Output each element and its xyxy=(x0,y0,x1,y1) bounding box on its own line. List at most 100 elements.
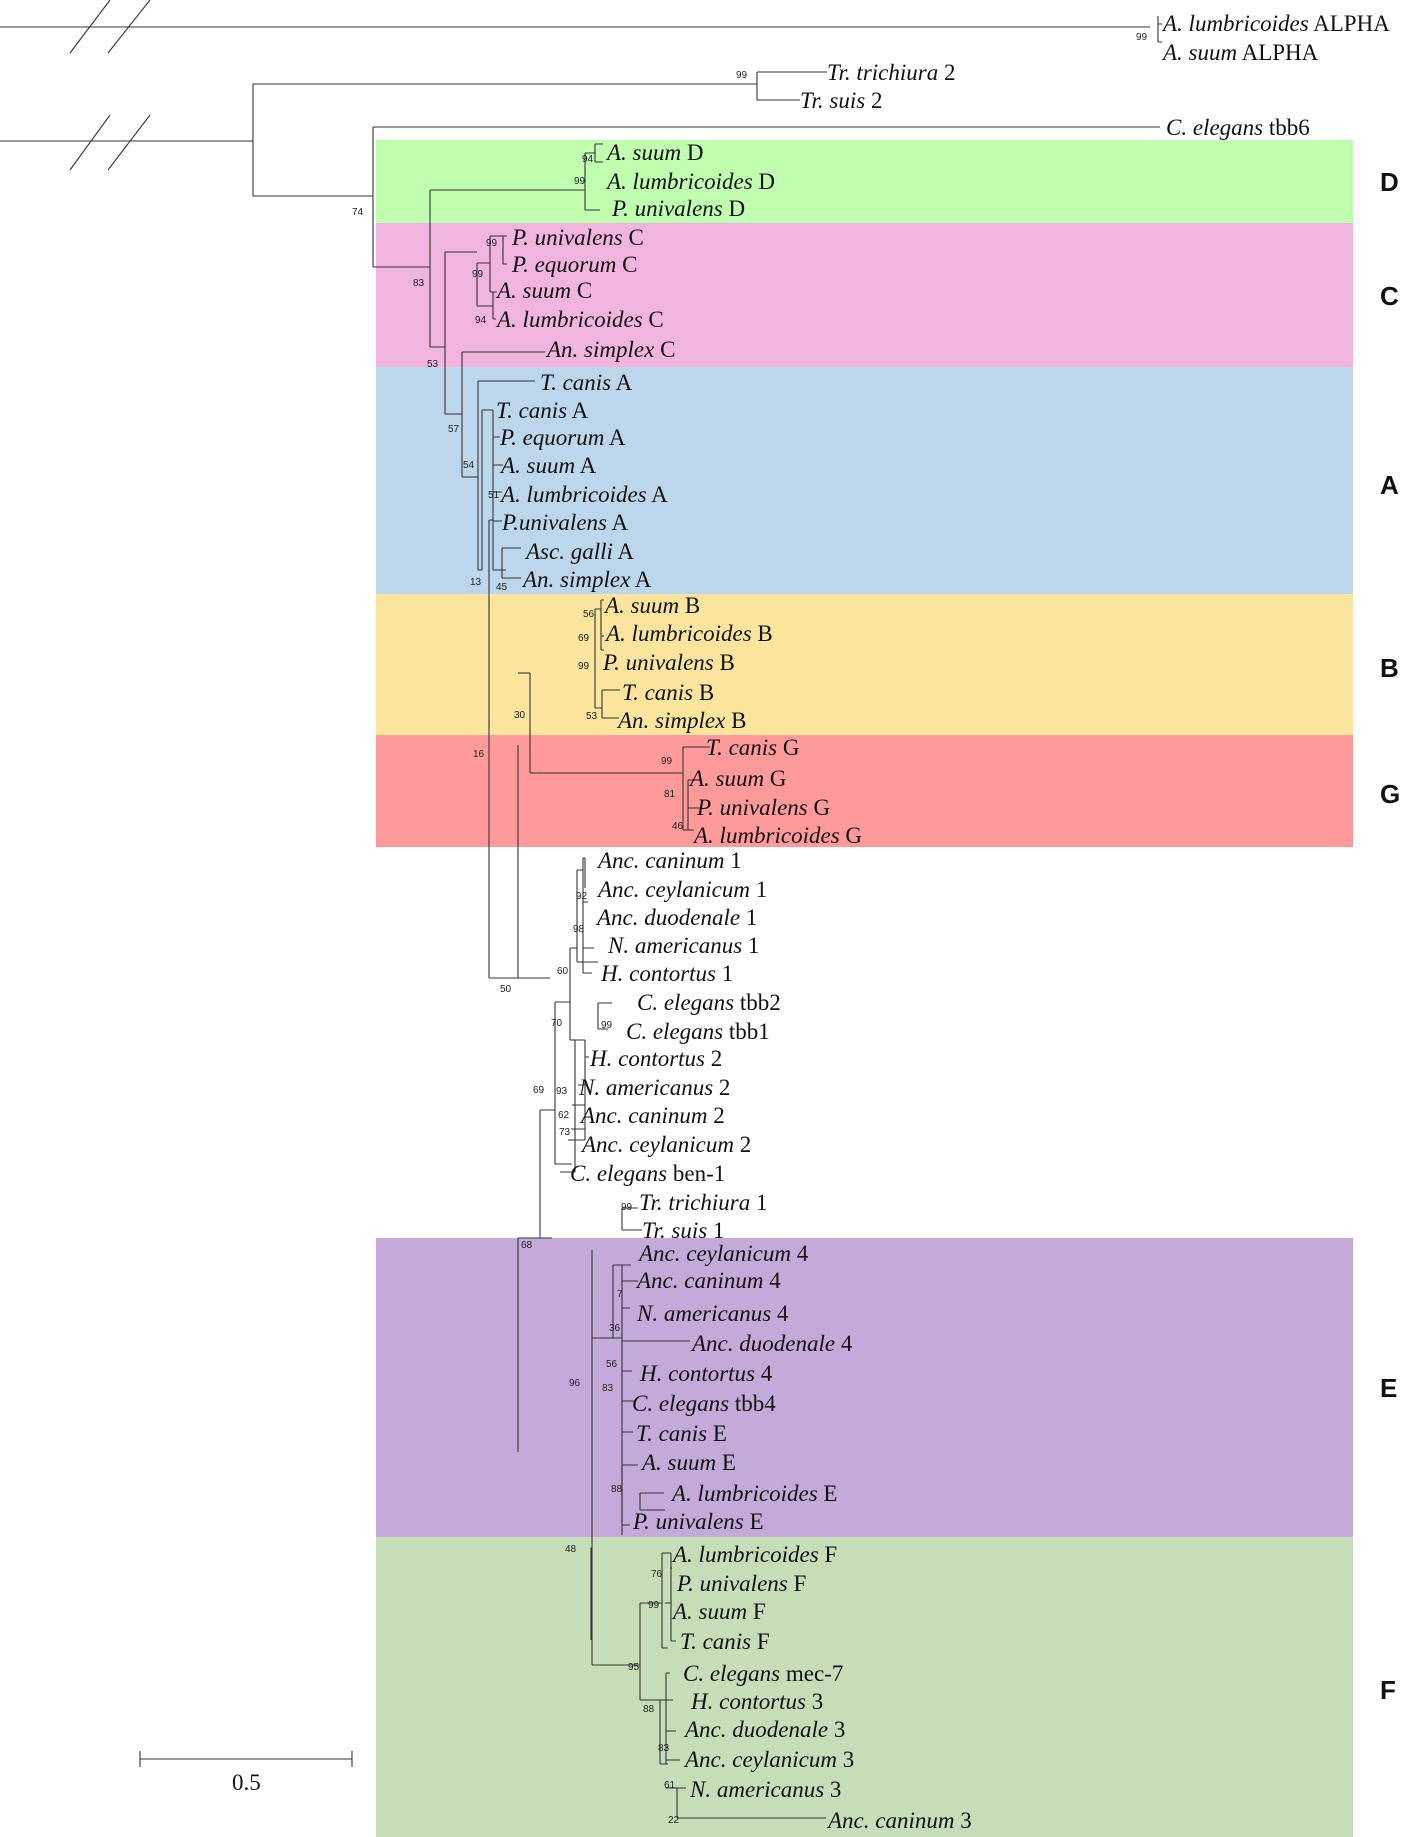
support-value: 99 xyxy=(621,1202,633,1213)
support-value: 88 xyxy=(611,1484,623,1495)
taxon-suffix: B xyxy=(752,621,773,646)
taxon-suffix: B xyxy=(725,708,746,733)
branch xyxy=(481,409,493,570)
branch xyxy=(476,262,493,307)
taxon-species: A. suum xyxy=(640,1450,716,1475)
support-value: 99 xyxy=(601,1020,613,1031)
taxon-label: P. univalens G xyxy=(696,795,830,820)
taxon-label: N. americanus 4 xyxy=(636,1301,789,1326)
taxon-suffix: tbb2 xyxy=(734,990,781,1015)
branch xyxy=(372,126,1160,268)
taxon-species: C. elegans xyxy=(626,1019,723,1044)
taxon-species: Tr. trichiura xyxy=(639,1190,750,1215)
taxon-label: A. lumbricoides F xyxy=(671,1542,837,1567)
taxon-species: P. univalens xyxy=(611,196,723,221)
taxon-species: Anc. duodenale xyxy=(690,1331,835,1356)
branch xyxy=(591,1250,613,1548)
taxon-species: An. simplex xyxy=(521,567,631,592)
support-value: 7 xyxy=(617,1289,623,1300)
taxon-species: A. lumbricoides xyxy=(670,1481,818,1506)
taxon-label: Anc. duodenale 1 xyxy=(595,905,757,930)
branch xyxy=(665,1553,676,1642)
taxon-suffix: C xyxy=(643,307,664,332)
branch xyxy=(601,689,620,719)
support-value: 46 xyxy=(672,821,684,832)
clade-band-b xyxy=(376,594,1353,735)
support-value: 74 xyxy=(352,207,364,218)
taxon-label: C. elegans tbb1 xyxy=(626,1019,770,1044)
support-value: 69 xyxy=(578,633,590,644)
taxon-suffix: F xyxy=(747,1599,766,1624)
taxon-suffix: E xyxy=(744,1509,764,1534)
branch xyxy=(621,1265,690,1535)
taxon-label: P. equorum C xyxy=(511,252,637,277)
support-value: 96 xyxy=(569,1378,581,1389)
clade-letter-g: G xyxy=(1380,779,1400,809)
support-value: 95 xyxy=(628,1662,640,1673)
taxon-suffix: D xyxy=(753,169,775,194)
taxon-species: Anc. ceylanicum xyxy=(637,1241,791,1266)
support-value: 53 xyxy=(427,359,439,370)
support-value: 36 xyxy=(609,1323,621,1334)
branch xyxy=(665,1672,686,1789)
support-value: 57 xyxy=(448,424,460,435)
branch xyxy=(444,251,477,415)
branch xyxy=(517,745,550,979)
branch xyxy=(502,235,507,265)
taxon-species: P.univalens xyxy=(501,510,607,535)
clade-letter-c: C xyxy=(1380,281,1399,311)
taxon-label: T. canis A xyxy=(496,398,589,423)
branch xyxy=(687,779,700,831)
taxon-label: P. univalens E xyxy=(632,1509,764,1534)
taxon-suffix: 3 xyxy=(837,1747,854,1772)
taxon-label: A. lumbricoides B xyxy=(604,621,773,646)
taxon-suffix: 2 xyxy=(713,1075,730,1100)
support-value: 99 xyxy=(648,1600,660,1611)
support-value: 69 xyxy=(533,1085,545,1096)
taxon-label: H. contortus 3 xyxy=(690,1689,823,1714)
taxon-label: A. lumbricoides D xyxy=(605,169,775,194)
taxon-species: Tr. trichiura xyxy=(827,60,938,85)
taxon-species: N. americanus xyxy=(636,1301,771,1326)
taxon-label: Anc. caninum 4 xyxy=(635,1268,781,1293)
taxon-suffix: 2 xyxy=(707,1103,724,1128)
taxon-label: A. suum C xyxy=(495,278,592,303)
taxon-label: A. suum B xyxy=(603,593,700,618)
branch xyxy=(69,0,151,54)
taxon-species: H. contortus xyxy=(589,1046,705,1071)
taxon-label: T. canis F xyxy=(680,1629,770,1654)
taxon-label: C. elegans tbb2 xyxy=(637,990,781,1015)
taxon-suffix: 3 xyxy=(806,1689,823,1714)
taxon-label: A. suum A xyxy=(499,453,597,478)
support-value: 50 xyxy=(500,984,512,995)
branch xyxy=(576,869,598,963)
taxon-species: A. suum xyxy=(495,278,571,303)
support-value: 83 xyxy=(413,278,425,289)
taxon-label: H. contortus 4 xyxy=(639,1361,773,1386)
taxon-species: Anc. ceylanicum xyxy=(683,1747,837,1772)
taxon-species: Anc. ceylanicum xyxy=(580,1132,734,1157)
taxon-label: Tr. trichiura 1 xyxy=(639,1190,767,1215)
taxon-label: C. elegans tbb4 xyxy=(632,1391,776,1416)
taxon-suffix: 4 xyxy=(763,1268,781,1293)
taxon-species: Anc. caninum xyxy=(579,1103,707,1128)
taxon-suffix: C xyxy=(616,252,637,277)
taxon-species: P. univalens xyxy=(602,650,714,675)
taxon-label: N. americanus 3 xyxy=(689,1777,841,1802)
taxon-suffix: 4 xyxy=(835,1331,853,1356)
tree-branches xyxy=(0,0,1162,1819)
support-value: 73 xyxy=(559,1127,571,1138)
taxon-suffix: C xyxy=(623,225,644,250)
taxon-species: P. univalens xyxy=(676,1571,788,1596)
taxon-suffix: 1 xyxy=(724,848,741,873)
taxon-label: A. suum F xyxy=(671,1599,766,1624)
branch xyxy=(488,519,518,979)
taxon-species: C. elegans xyxy=(632,1391,729,1416)
taxon-label: C. elegans ben-1 xyxy=(570,1161,725,1186)
support-value: 99 xyxy=(578,661,590,672)
branch xyxy=(429,189,585,348)
taxon-species: T. canis xyxy=(680,1629,751,1654)
branch xyxy=(621,1464,638,1526)
scale-bar-line xyxy=(139,1751,353,1767)
